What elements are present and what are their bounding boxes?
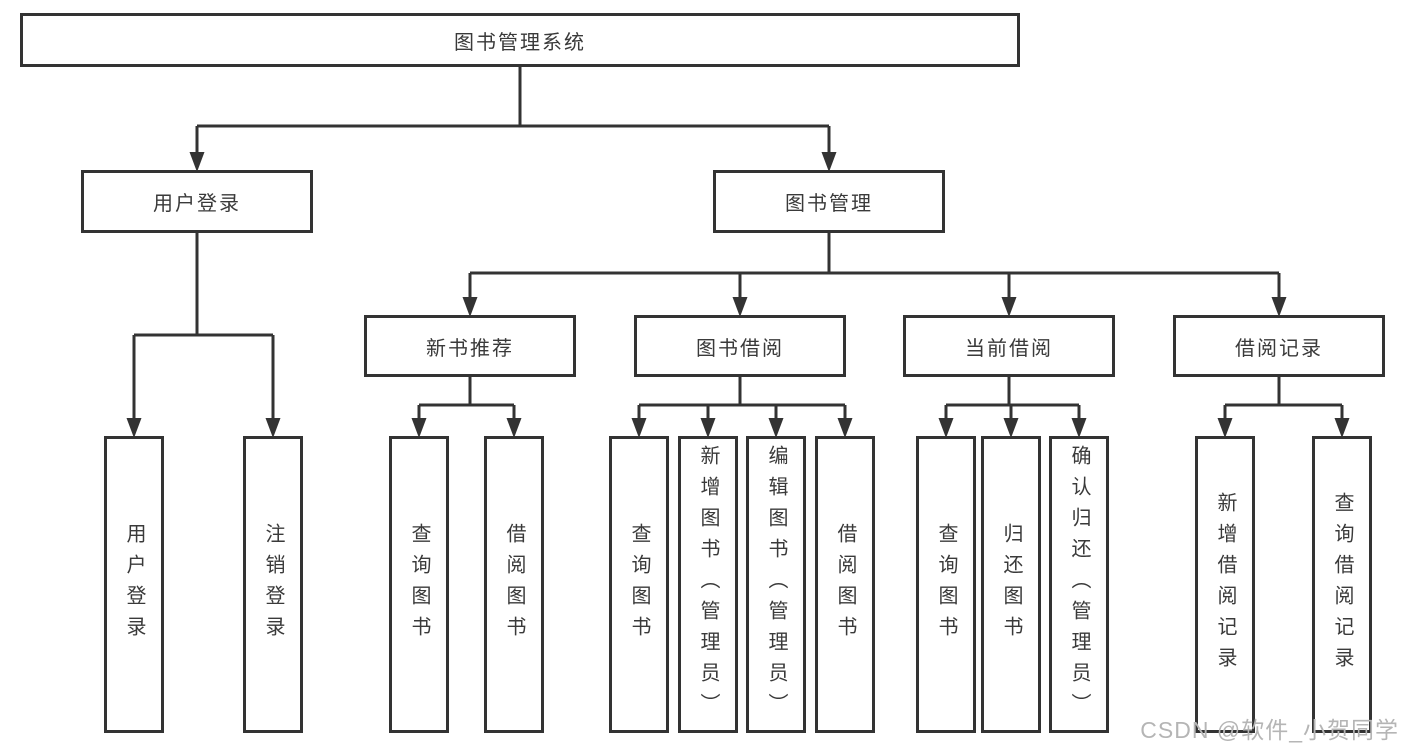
leaf-edit-books-admin: 编辑图书（管理员） (746, 436, 806, 733)
leaf-add-borrow-record: 新增借阅记录 (1195, 436, 1255, 733)
leaf-label: 查询图书 (935, 522, 957, 647)
leaf-query-books-current: 查询图书 (916, 436, 976, 733)
csdn-watermark: CSDN @软件_小贺同学 (1140, 717, 1399, 743)
node-book-borrowing: 图书借阅 (634, 315, 846, 377)
node-label: 借阅记录 (1235, 337, 1323, 360)
leaf-label: 确认归还（管理员） (1068, 445, 1090, 724)
node-user-login-branch: 用户登录 (81, 170, 313, 233)
leaf-user-login: 用户登录 (104, 436, 164, 733)
node-root-library-system: 图书管理系统 (20, 13, 1020, 67)
node-label: 用户登录 (153, 193, 241, 215)
leaf-label: 借阅图书 (834, 522, 856, 647)
leaf-label: 查询借阅记录 (1331, 491, 1353, 678)
leaf-query-books-recommend: 查询图书 (389, 436, 449, 733)
leaf-label: 查询图书 (408, 522, 430, 647)
leaf-label: 注销登录 (262, 522, 284, 647)
leaf-confirm-return-admin: 确认归还（管理员） (1049, 436, 1109, 733)
leaf-label: 归还图书 (1000, 522, 1022, 647)
node-label: 新书推荐 (426, 337, 514, 360)
leaf-add-books-admin: 新增图书（管理员） (678, 436, 738, 733)
node-current-borrowing: 当前借阅 (903, 315, 1115, 377)
leaf-query-borrow-record: 查询借阅记录 (1312, 436, 1372, 733)
leaf-label: 新增借阅记录 (1214, 491, 1236, 678)
leaf-label: 借阅图书 (503, 522, 525, 647)
leaf-label: 查询图书 (628, 522, 650, 647)
leaf-label: 新增图书（管理员） (697, 445, 719, 724)
leaf-return-books: 归还图书 (981, 436, 1041, 733)
node-borrowing-records: 借阅记录 (1173, 315, 1385, 377)
leaf-borrow-books: 借阅图书 (815, 436, 875, 733)
node-book-management-branch: 图书管理 (713, 170, 945, 233)
leaf-query-books-borrowing: 查询图书 (609, 436, 669, 733)
leaf-logout: 注销登录 (243, 436, 303, 733)
node-label: 图书管理 (785, 193, 873, 215)
leaf-borrow-books-recommend: 借阅图书 (484, 436, 544, 733)
node-new-book-recommend: 新书推荐 (364, 315, 576, 377)
node-label: 当前借阅 (965, 337, 1053, 360)
leaf-label: 编辑图书（管理员） (765, 445, 787, 724)
leaf-label: 用户登录 (123, 522, 145, 647)
node-label: 图书管理系统 (454, 31, 586, 54)
node-label: 图书借阅 (696, 337, 784, 360)
